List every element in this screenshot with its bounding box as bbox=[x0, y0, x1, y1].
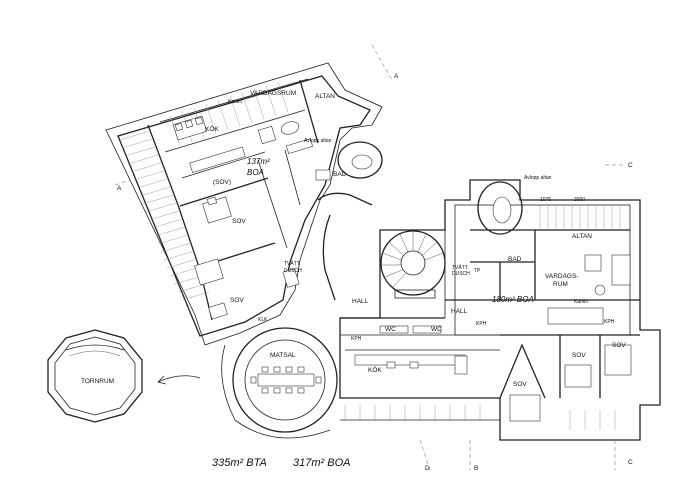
room-label-bad-left: BAD bbox=[333, 171, 347, 178]
matsal-tower bbox=[221, 327, 338, 439]
room-label-vardagsrum-right-1: VARDAGS- bbox=[545, 273, 578, 280]
room-label-sov-left-2: SOV bbox=[230, 297, 244, 304]
area-label-right: 180m² BOA bbox=[492, 295, 534, 304]
room-label-altan-right: ALTAN bbox=[572, 233, 592, 240]
room-label-matsal: MATSAL bbox=[270, 352, 296, 359]
room-label-sov-right-2: SOV bbox=[612, 342, 626, 349]
section-mark-a1: A bbox=[117, 185, 122, 192]
room-label-sov-right-3: SOV bbox=[513, 381, 527, 388]
direction-arrow bbox=[157, 375, 201, 383]
kamin-label-left: Kamin bbox=[228, 99, 242, 105]
dim-label-1: 1075 bbox=[540, 197, 551, 203]
right-wing bbox=[339, 179, 661, 441]
room-label-bad-right: BAD bbox=[508, 256, 522, 263]
total-boa: 317m² BOA bbox=[293, 457, 350, 469]
room-label-vardagsrum-right-2: RUM bbox=[553, 281, 568, 288]
section-mark-a2: A bbox=[394, 73, 399, 80]
room-label-tvatt-right-2: DUSCH bbox=[452, 271, 470, 277]
room-label-tvatt-right-1: TVÄTT bbox=[452, 264, 468, 271]
kamin-label-right: Kamin bbox=[574, 299, 588, 305]
left-wing bbox=[105, 62, 383, 346]
area-label-left: 137m² bbox=[247, 157, 270, 166]
room-label-tp: TP bbox=[474, 268, 481, 274]
section-mark-b: B bbox=[474, 465, 478, 472]
room-label-sov-paren: (SOV) bbox=[213, 179, 231, 186]
room-label-vardagsrum-left: VARDAGSRUM bbox=[250, 90, 296, 97]
arrow-head bbox=[157, 375, 167, 385]
section-mark-d: D bbox=[425, 465, 430, 472]
room-label-hall-2: HALL bbox=[451, 308, 468, 315]
kph-label-3: KPH bbox=[604, 319, 615, 325]
room-label-kok-right: KÖK bbox=[368, 366, 382, 374]
section-mark-c2: C bbox=[628, 459, 633, 466]
avlopp-label-left: Avlopp altan bbox=[304, 138, 332, 144]
room-label-klk: KLK bbox=[258, 317, 268, 323]
area-unit-left: BOA bbox=[247, 168, 264, 177]
kph-label-1: KPH bbox=[351, 336, 362, 342]
room-label-kok-left: KÖK bbox=[205, 125, 219, 133]
room-label-sov-left-1: SOV bbox=[232, 218, 246, 225]
room-label-hall-1: HALL bbox=[352, 298, 369, 305]
room-label-tvatt-left-2: DUSCH bbox=[284, 268, 302, 274]
avlopp-label-right: Avlopp altan bbox=[524, 175, 552, 181]
tornrum-tower bbox=[47, 329, 143, 423]
room-label-wc-1: WC bbox=[385, 326, 396, 333]
stair-core bbox=[380, 230, 446, 299]
total-bta: 335m² BTA bbox=[212, 457, 267, 469]
dim-label-2: 3000 bbox=[574, 197, 585, 203]
room-label-wc-2: WC bbox=[431, 326, 442, 333]
section-mark-c1: C bbox=[628, 162, 633, 169]
room-label-altan-left: ALTAN bbox=[315, 93, 335, 100]
room-label-tornrum: TORNRUM bbox=[81, 378, 114, 385]
room-label-sov-right-1: SOV bbox=[572, 352, 586, 359]
kph-label-2: KPH bbox=[476, 321, 487, 327]
room-label-tvatt-left-1: TVÄTT bbox=[284, 260, 300, 267]
